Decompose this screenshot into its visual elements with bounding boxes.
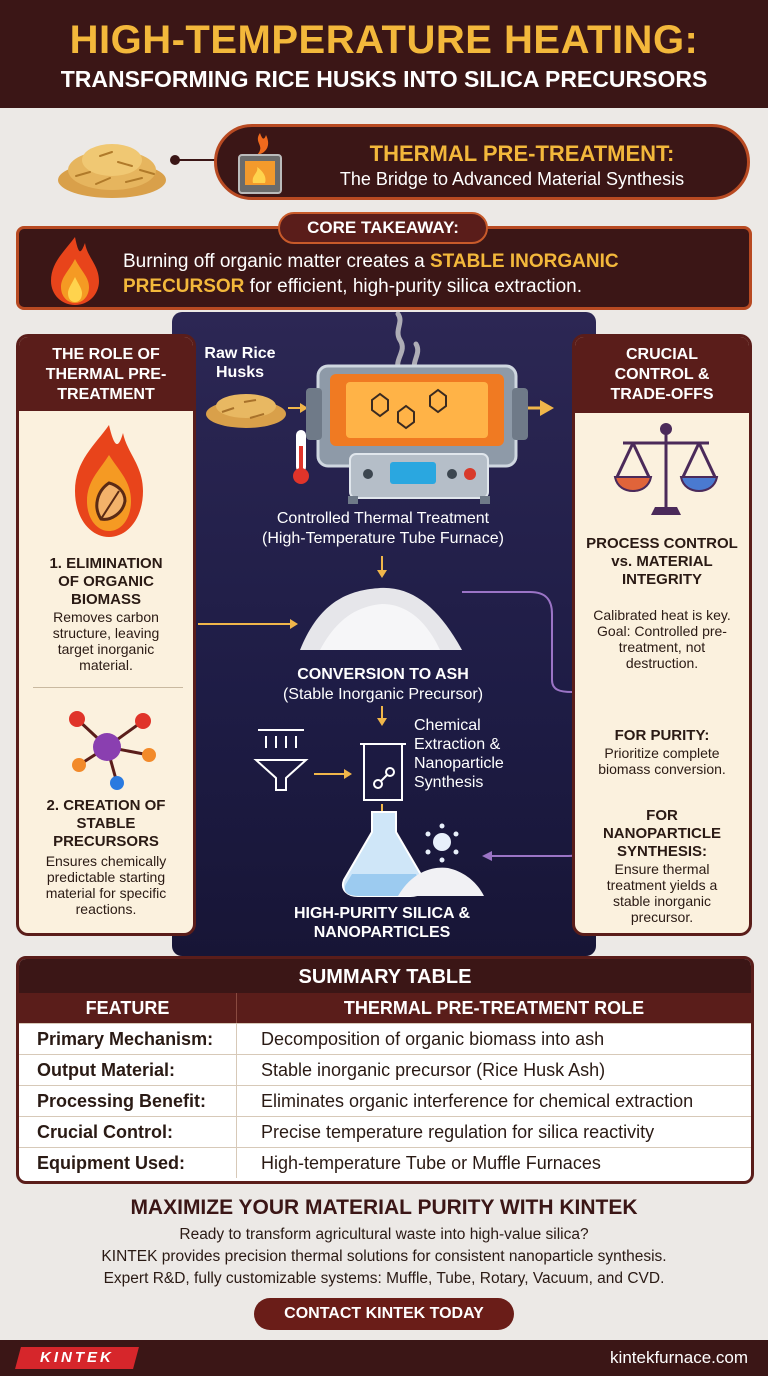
core-text-after: for efficient, high-purity silica extrac… [244,276,582,297]
molecule-icon [69,711,156,790]
banner-subtitle: The Bridge to Advanced Material Synthesi… [339,169,685,189]
table-cell-role: High-temperature Tube or Muffle Furnaces [261,1153,601,1173]
core-text-before: Burning off organic matter creates a [123,251,430,272]
table-cell-feature: Crucial Control: [19,1117,237,1147]
furnace-flame-icon [238,133,282,194]
table-cell-role: Decomposition of organic biomass into as… [261,1029,605,1049]
summary-header-feature: FEATURE [19,993,237,1023]
summary-header-role: THERMAL PRE-TREATMENT ROLE [343,998,645,1018]
ash-pile-icon [300,587,462,650]
thermometer-icon [293,430,309,484]
rice-husks-icon [58,144,166,198]
flask-silica-icon [342,811,484,897]
table-cell-role: Eliminates organic interference for chem… [261,1091,694,1111]
page-title: HIGH-TEMPERATURE HEATING: [69,18,699,62]
raw-husks-label: Raw Rice Husks [204,345,276,381]
table-cell-role: Precise temperature regulation for silic… [261,1122,655,1142]
right-item2-title: FOR PURITY: [614,727,710,744]
right-item1-title: PROCESS CONTROL vs. MATERIAL INTEGRITY [586,535,738,588]
result-label: HIGH-PURITY SILICA & NANOPARTICLES [293,905,470,941]
table-row: Primary Mechanism: Decomposition of orga… [19,1023,751,1054]
header: HIGH-TEMPERATURE HEATING: TRANSFORMING R… [0,0,768,108]
control-tradeoffs-panel: CRUCIAL CONTROL & TRADE-OFFS PROCESS CON… [572,334,752,936]
furnace-sublabel: (High-Temperature Tube Furnace) [262,530,504,547]
table-cell-feature: Processing Benefit: [19,1086,237,1116]
furnace-label: Controlled Thermal Treatment [276,510,490,527]
right-item3-title: FOR NANOPARTICLE SYNTHESIS: [602,807,722,860]
right-item1-text: Calibrated heat is key. Goal: Controlled… [593,607,731,671]
cta-line-2: KINTEK provides precision thermal soluti… [101,1248,667,1265]
banner-title: THERMAL PRE-TREATMENT: [369,141,675,166]
process-flow-graphics [198,311,669,897]
summary-header-row: FEATURE THERMAL PRE-TREATMENT ROLE [19,993,751,1023]
right-item3-text: Ensure thermal treatment yields a stable… [606,861,718,925]
table-cell-feature: Primary Mechanism: [19,1024,237,1054]
summary-table: SUMMARY TABLE FEATURE THERMAL PRE-TREATM… [16,956,754,1184]
thermal-pretreatment-banner: THERMAL PRE-TREATMENT: The Bridge to Adv… [214,124,750,200]
right-panel-heading: CRUCIAL CONTROL & TRADE-OFFS [575,337,749,413]
left-divider [33,687,183,688]
ash-label: CONVERSION TO ASH [297,666,469,683]
website-link[interactable]: kintekfurnace.com [610,1348,748,1367]
kintek-logo[interactable]: KINTEK [15,1347,139,1369]
summary-title: SUMMARY TABLE [19,959,751,993]
left-item2-text: Ensures chemically predictable starting … [45,853,167,917]
beaker-icon [360,743,406,801]
burning-leaf-icon [75,425,143,537]
core-highlight: STABLE INORGANIC PRECURSOR [123,251,619,297]
connector-dot [170,155,180,165]
left-item1-title: 1. ELIMINATION OF ORGANIC BIOMASS [49,555,163,608]
flame-icon [51,237,99,305]
cta-line-1: Ready to transform agricultural waste in… [179,1226,589,1243]
table-row: Crucial Control: Precise temperature reg… [19,1116,751,1147]
left-item2-title: 2. CREATION OF STABLE PRECURSORS [46,797,166,850]
right-item2-text: Prioritize complete biomass conversion. [598,745,726,777]
core-takeaway-text: Burning off organic matter creates a STA… [123,249,743,299]
page-subtitle: TRANSFORMING RICE HUSKS INTO SILICA PREC… [60,66,708,92]
table-row: Output Material: Stable inorganic precur… [19,1054,751,1085]
contact-kintek-button[interactable]: CONTACT KINTEK TODAY [254,1298,514,1330]
core-takeaway-label: CORE TAKEAWAY: [278,212,488,244]
connector-line [178,159,218,161]
extraction-label: Chemical Extraction & Nanoparticle Synth… [414,717,504,791]
filter-funnel-icon [253,729,309,791]
table-cell-feature: Equipment Used: [19,1148,237,1178]
steam-icon [395,311,421,375]
role-of-pretreatment-panel: THE ROLE OF THERMAL PRE-TREATMENT 1. ELI… [16,334,196,936]
table-cell-role: Stable inorganic precursor (Rice Husk As… [261,1060,606,1080]
logo-text: KINTEK [40,1349,114,1366]
raw-husks-icon [206,394,286,428]
table-row: Equipment Used: High-temperature Tube or… [19,1147,751,1178]
balance-scale-icon [613,423,719,515]
table-row: Processing Benefit: Eliminates organic i… [19,1085,751,1116]
table-cell-feature: Output Material: [19,1055,237,1085]
ash-sublabel: (Stable Inorganic Precursor) [282,686,484,703]
tube-furnace-icon [306,364,528,504]
footer: KINTEK kintekfurnace.com [0,1340,768,1376]
cta-title: MAXIMIZE YOUR MATERIAL PURITY WITH KINTE… [130,1196,638,1219]
left-item1-text: Removes carbon structure, leaving target… [52,609,160,673]
left-panel-heading: THE ROLE OF THERMAL PRE-TREATMENT [19,337,193,411]
cta-line-3: Expert R&D, fully customizable systems: … [103,1270,665,1287]
